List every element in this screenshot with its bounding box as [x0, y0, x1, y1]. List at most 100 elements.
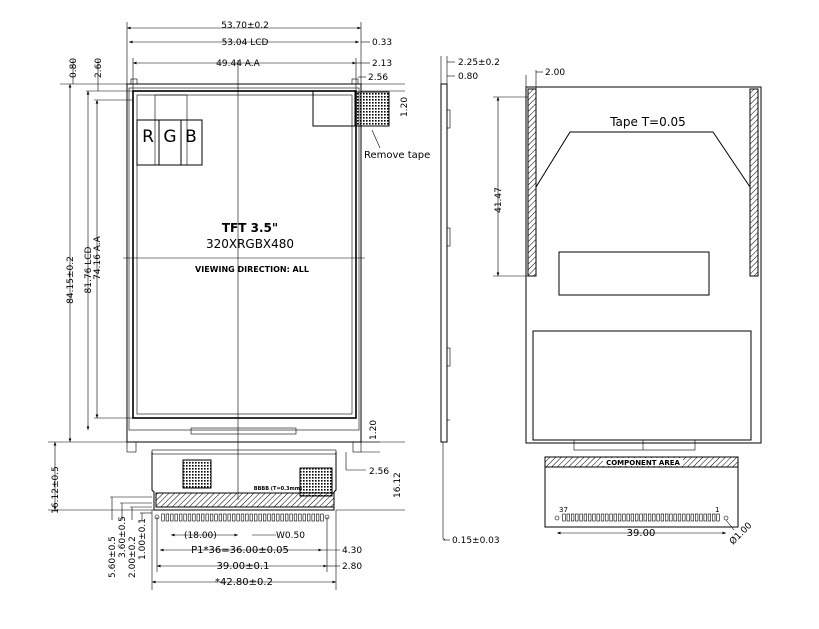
- back-rail-left: [527, 88, 537, 277]
- fpc-pin: [285, 513, 289, 522]
- remove-tape-label: Remove tape: [364, 150, 430, 161]
- back-label-area: [558, 251, 710, 296]
- panel-outline: [126, 83, 362, 443]
- dim-left-fpc: 16.12±0.5: [51, 466, 61, 514]
- back-fpc-pin: [703, 513, 707, 522]
- fpc-pin: [315, 513, 320, 522]
- back-fpc-pin: [613, 513, 617, 522]
- fpc-pin: [218, 513, 223, 522]
- back-tape-label: Tape T=0.05: [609, 115, 686, 129]
- back-fpc-pin: [639, 513, 643, 522]
- title-line-1: TFT 3.5": [222, 221, 278, 235]
- back-fpc-pin: [592, 513, 596, 522]
- side-bump-2: [446, 227, 451, 247]
- dim-right-256-bottom: 2.56: [369, 467, 389, 477]
- dim-v-560: 5.60±0.5: [108, 536, 118, 578]
- fpc-pin: [179, 513, 183, 522]
- fpc-pin: [183, 513, 187, 522]
- side-body: [440, 83, 448, 443]
- dim-left-aa: 74.16 A.A: [93, 235, 103, 279]
- back-dim-200: 2.00: [545, 68, 565, 78]
- fpc-pin: [196, 513, 200, 522]
- dim-pitch: P1*36=36.00±0.05: [191, 545, 289, 556]
- back-fpc: [544, 466, 739, 528]
- dim-top-total: 53.70±0.2: [221, 21, 269, 31]
- active-area-outline: [132, 90, 357, 419]
- rgb-label-r: R: [142, 127, 154, 147]
- dim-v-200: 2.00±0.2: [128, 536, 138, 578]
- dim-430: 4.30: [342, 546, 362, 556]
- dim-right-120-top: 1.20: [400, 97, 410, 117]
- back-fpc-pin: [622, 513, 626, 522]
- dim-top-lcd: 53.04 LCD: [222, 38, 269, 48]
- fpc-pins: [161, 513, 324, 522]
- back-fpc-pin: [609, 513, 613, 522]
- fpc-pin: [311, 513, 315, 522]
- remove-tape-leader: [371, 129, 381, 149]
- fpc-pin: [205, 513, 209, 522]
- fpc-pin: [271, 513, 276, 522]
- side-dim-080: 0.80: [458, 72, 478, 82]
- back-pin-1: 1: [715, 506, 719, 514]
- fpc-pin: [245, 513, 249, 522]
- fpc-pin: [192, 513, 196, 522]
- fpc-pin: [236, 513, 240, 522]
- fpc-label-bg: [258, 484, 298, 492]
- rgb-label-g: G: [163, 127, 176, 147]
- dim-top-aa: 49.44 A.A: [216, 59, 260, 69]
- back-rail-right: [749, 88, 759, 277]
- dim-280: 2.80: [342, 562, 362, 572]
- back-component-label: COMPONENT AREA: [606, 459, 680, 467]
- remove-tape-patch: [355, 91, 390, 127]
- back-fpc-pin: [694, 513, 699, 522]
- side-fpc: [442, 442, 446, 541]
- back-fpc-pin: [677, 513, 682, 522]
- back-fpc-pin: [596, 513, 600, 522]
- back-fpc-pin: [570, 513, 575, 522]
- back-fpc-pin: [669, 513, 673, 522]
- back-dim-phi: Ø1.00: [727, 520, 754, 547]
- back-fpc-pin: [588, 513, 592, 522]
- side-dim-015: 0.15±0.03: [452, 536, 500, 546]
- back-fpc-pins: [562, 513, 720, 522]
- side-dim-225: 2.25±0.2: [458, 58, 500, 68]
- back-fpc-pin: [600, 513, 605, 522]
- fpc-pin: [165, 513, 170, 522]
- lcd-outline: [128, 87, 360, 431]
- back-fpc-pin: [647, 513, 652, 522]
- back-fpc-pin: [716, 513, 720, 522]
- title-line-2: 320XRGBX480: [206, 237, 294, 251]
- dim-v-360: 3.60±0.5: [118, 516, 128, 558]
- back-fpc-pin: [562, 513, 566, 522]
- fpc-pin: [170, 513, 174, 522]
- side-bump-1: [446, 109, 451, 129]
- back-fpc-pin: [682, 513, 686, 522]
- bottom-foot-right: [352, 441, 362, 453]
- back-pcb-area: [532, 330, 752, 441]
- dim-left-lcd: 81.76 LCD: [84, 247, 94, 294]
- fpc-label: BBBB (T=0.3mm): [254, 486, 302, 492]
- back-fpc-pin: [583, 513, 587, 522]
- fpc-pin: [302, 513, 306, 522]
- dim-right-1612: 16.12: [393, 472, 403, 498]
- back-fpc-pin: [686, 513, 690, 522]
- fpc-pin: [240, 513, 245, 522]
- title-line-3: VIEWING DIRECTION: ALL: [195, 265, 309, 274]
- back-pin-37: 37: [559, 506, 568, 514]
- back-dim-4147: 41.47: [494, 187, 504, 213]
- fpc-pin: [320, 513, 324, 522]
- back-fpc-pin: [566, 513, 570, 522]
- fpc-pin: [223, 513, 227, 522]
- dim-left-total: 84.15±0.2: [66, 256, 76, 304]
- back-fpc-pin: [712, 513, 716, 522]
- dim-18: (18.00): [184, 531, 217, 541]
- side-bump-3: [446, 347, 451, 367]
- dim-right-120-bottom: 1.20: [369, 420, 379, 440]
- back-fpc-pin: [605, 513, 609, 522]
- dim-39: 39.00±0.1: [217, 561, 270, 572]
- back-fpc-pin: [617, 513, 622, 522]
- fpc-pin: [249, 513, 253, 522]
- fpc-component-left: [182, 459, 212, 489]
- back-connector-block: [573, 439, 696, 451]
